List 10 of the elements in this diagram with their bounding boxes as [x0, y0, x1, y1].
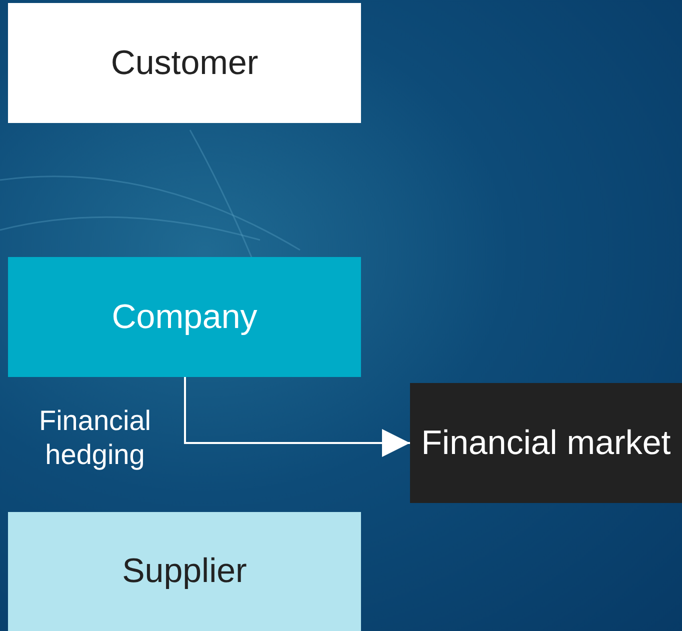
- node-label: Financial market: [421, 422, 671, 464]
- node-label: Supplier: [122, 551, 247, 592]
- process-box: [8, 257, 361, 377]
- arrow: [184, 377, 410, 457]
- edge-label: Financial hedging: [38, 404, 152, 472]
- process-box: [8, 3, 361, 123]
- process-box: [8, 512, 361, 631]
- node-label: Company: [112, 296, 258, 338]
- node-label: Customer: [110, 42, 258, 84]
- process-box: [410, 383, 682, 503]
